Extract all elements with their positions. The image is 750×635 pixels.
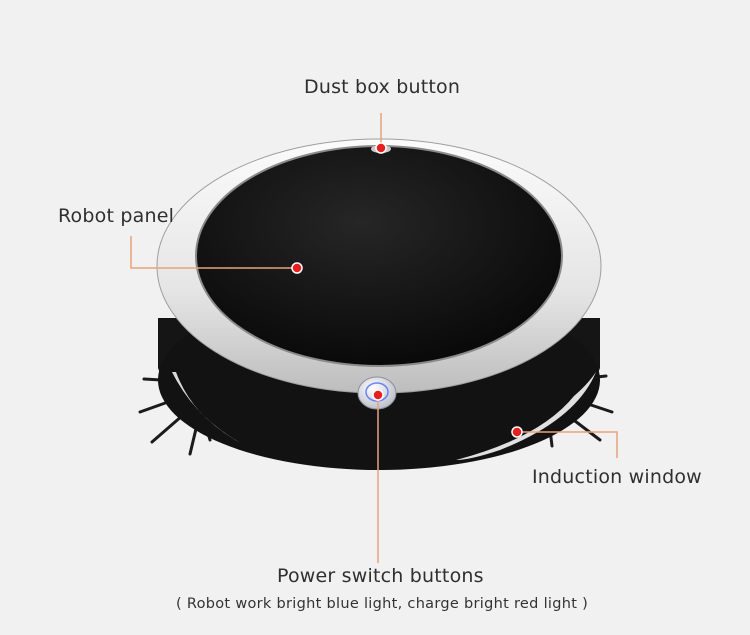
marker-robot-panel xyxy=(291,262,303,274)
callout-markers xyxy=(291,142,523,438)
robot-panel xyxy=(195,145,563,367)
callout-line-robot-panel xyxy=(130,236,297,269)
marker-dust-box xyxy=(375,142,387,154)
label-power-switch-note: ( Robot work bright blue light, charge b… xyxy=(176,596,589,612)
marker-induction-window xyxy=(511,426,523,438)
label-induction-window: Induction window xyxy=(532,466,702,488)
label-robot-panel: Robot panel xyxy=(58,205,175,227)
label-power-switch-buttons: Power switch buttons xyxy=(277,565,484,587)
label-dust-box-button: Dust box button xyxy=(304,76,461,98)
callout-line-induction-window xyxy=(517,431,618,458)
power-indicator-light xyxy=(365,382,389,402)
marker-power-switch xyxy=(372,389,384,401)
callout-lines xyxy=(130,113,618,563)
